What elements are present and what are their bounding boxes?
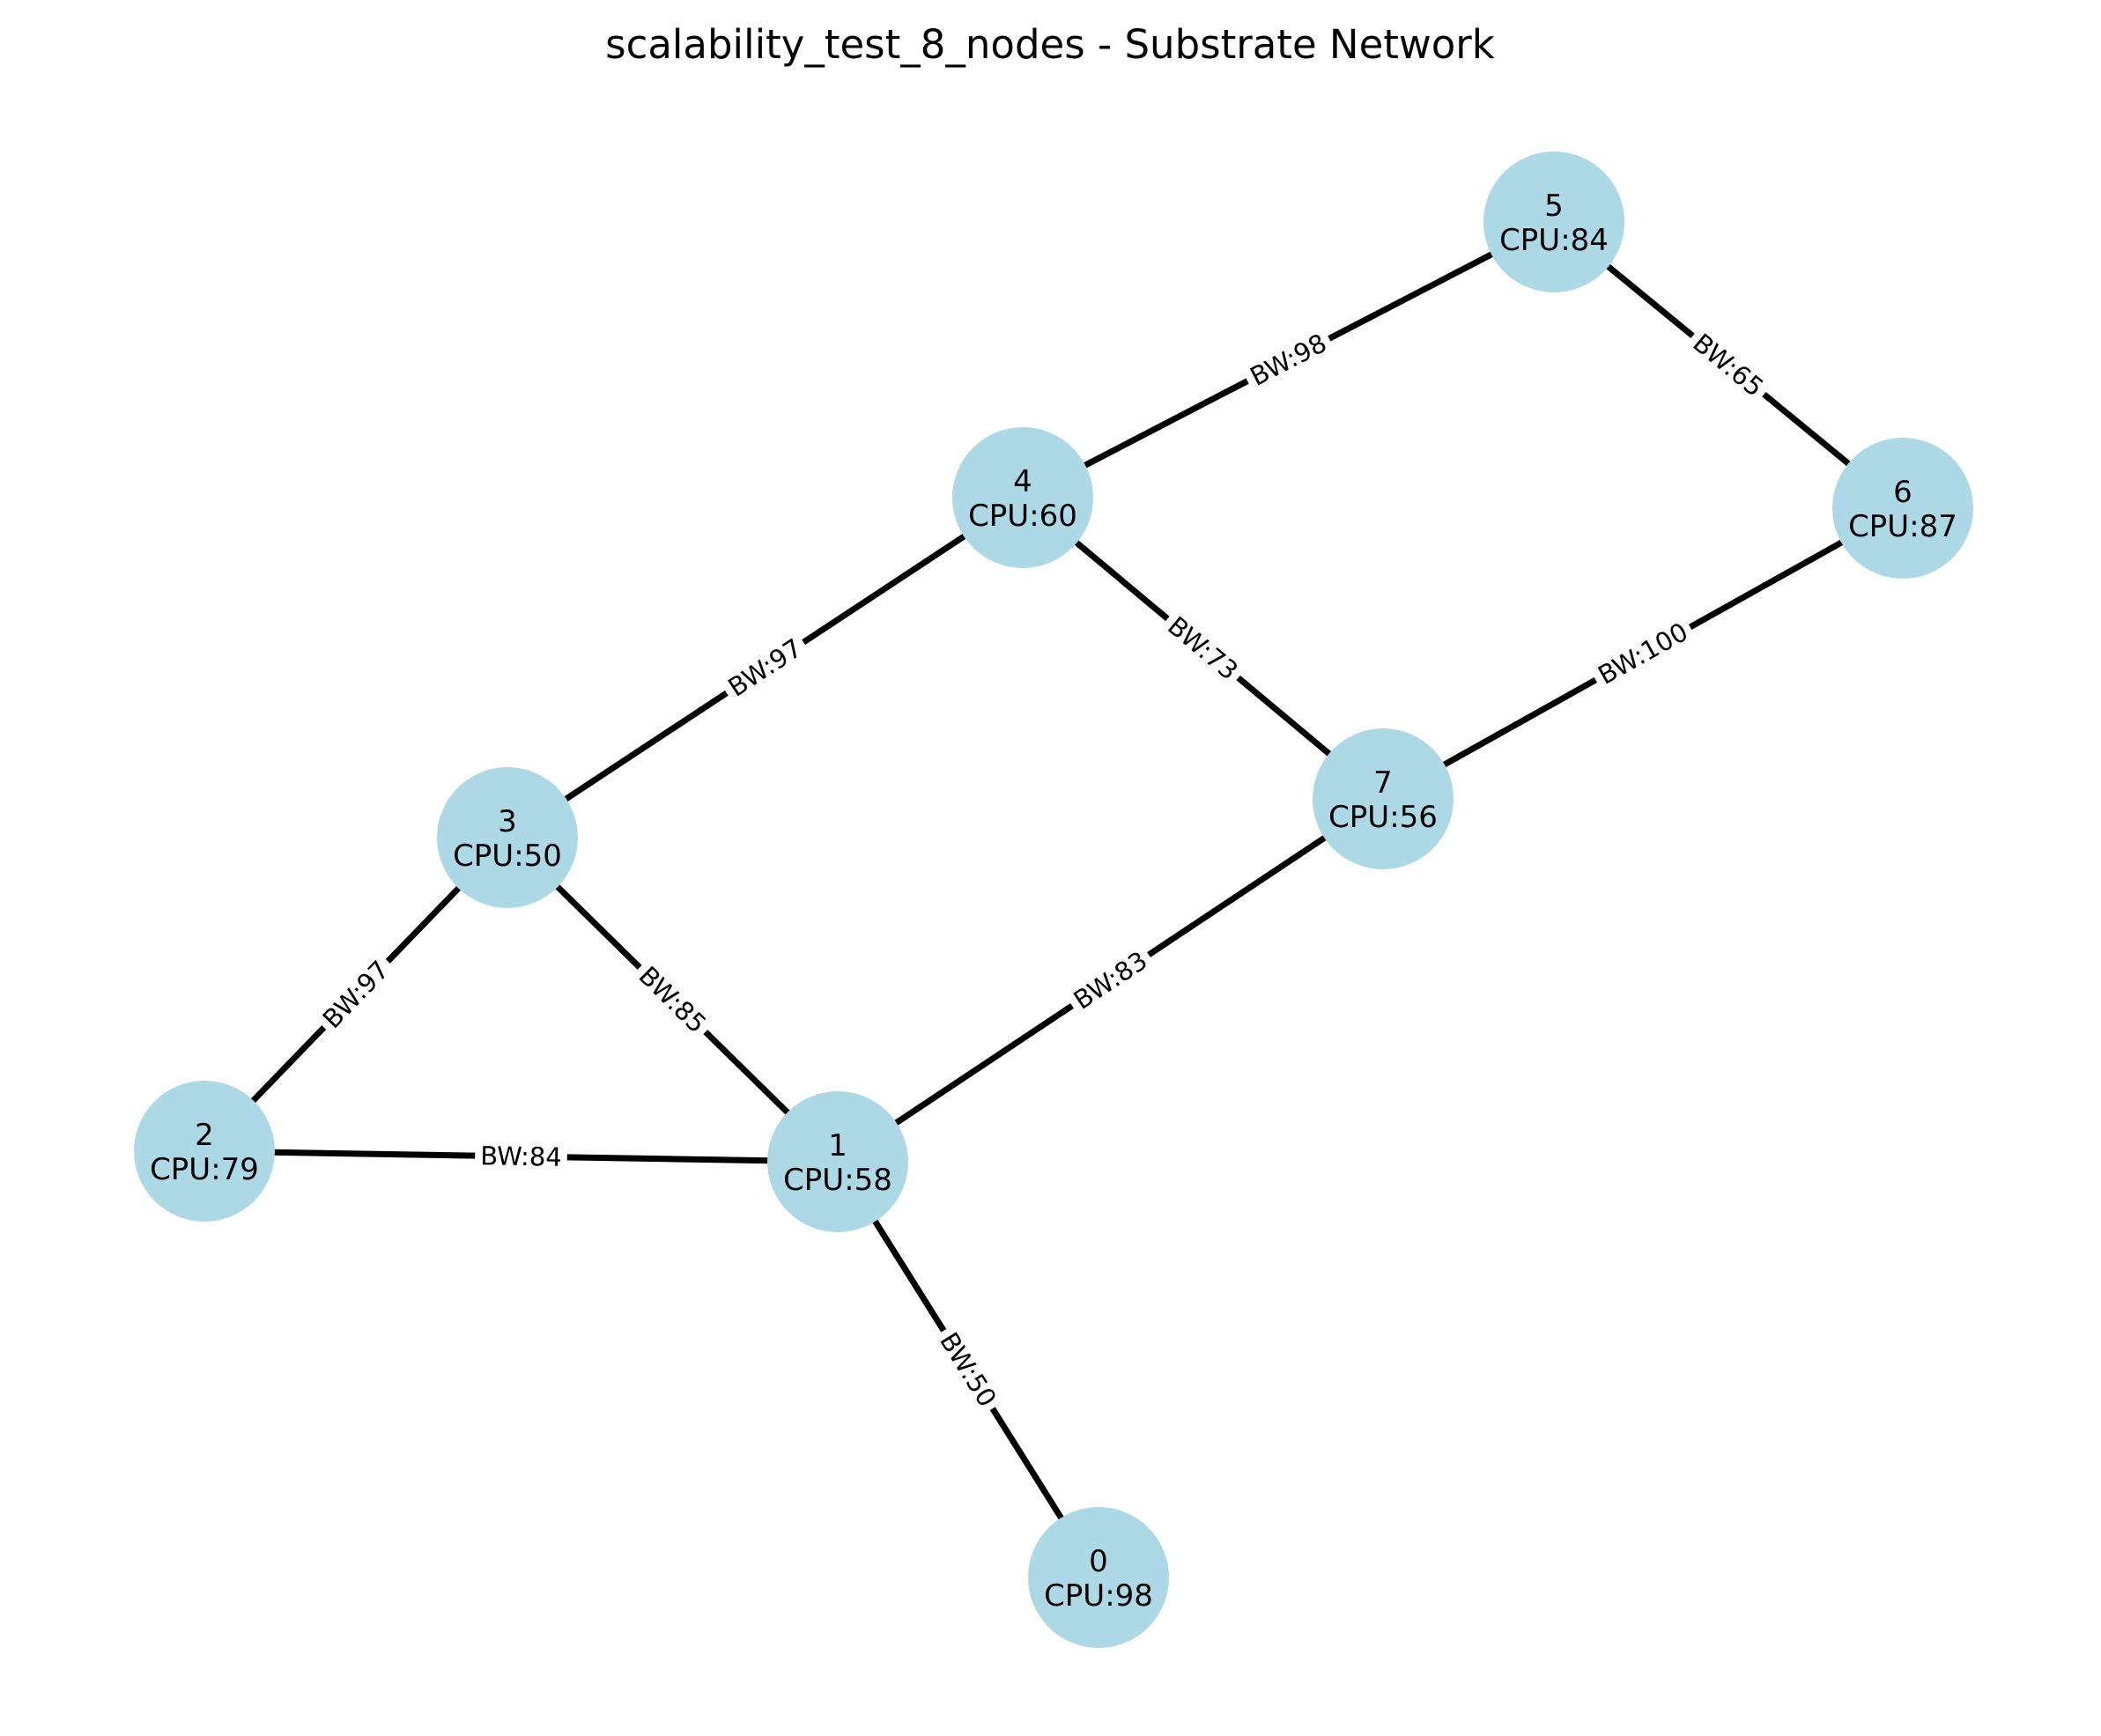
edge-label-background <box>716 627 814 708</box>
node-circle <box>1832 438 1973 579</box>
edge-label-4-3: BW:97 <box>716 627 814 708</box>
edge-label-text: BW:73 <box>1162 610 1244 685</box>
chart-title: scalability_test_8_nodes - Substrate Net… <box>605 21 1495 68</box>
node-id-label: 5 <box>1544 188 1564 224</box>
node-id-label: 7 <box>1373 765 1393 801</box>
edge-label-background <box>1587 611 1699 696</box>
node-id-label: 4 <box>1013 464 1032 499</box>
edge-label-background <box>1156 605 1250 691</box>
edge-label-background <box>1681 321 1776 409</box>
node-cpu-label: CPU:56 <box>1328 800 1438 835</box>
node-circle <box>952 427 1093 568</box>
node-id-label: 0 <box>1089 1544 1108 1579</box>
node-id-label: 6 <box>1893 475 1912 510</box>
node-circle <box>1483 151 1624 292</box>
node-id-label: 2 <box>195 1118 214 1153</box>
edge-label-background <box>1062 940 1159 1021</box>
edge-label-6-7: BW:100 <box>1587 611 1699 696</box>
nodes-layer: 0CPU:981CPU:582CPU:793CPU:504CPU:605CPU:… <box>134 151 1973 1648</box>
edge-label-background <box>311 949 401 1040</box>
edge-label-background <box>627 955 718 1045</box>
edge-label-5-6: BW:65 <box>1681 321 1776 409</box>
node-circle <box>1313 728 1454 869</box>
node-id-label: 1 <box>828 1128 847 1163</box>
node-cpu-label: CPU:58 <box>783 1163 892 1198</box>
node-circle <box>1028 1507 1169 1648</box>
node-cpu-label: CPU:87 <box>1848 509 1957 544</box>
node-circle <box>134 1081 275 1222</box>
node-cpu-label: CPU:79 <box>150 1152 259 1187</box>
edge-label-background <box>928 1321 1008 1418</box>
edge-label-3-1: BW:85 <box>627 955 718 1045</box>
edge-label-1-0: BW:50 <box>928 1321 1008 1418</box>
node-cpu-label: CPU:50 <box>453 838 562 874</box>
edge-label-text: BW:65 <box>1687 328 1769 403</box>
node-cpu-label: CPU:98 <box>1044 1578 1153 1614</box>
edge-label-background <box>474 1138 568 1175</box>
edge-label-text: BW:85 <box>633 960 713 1038</box>
node-cpu-label: CPU:60 <box>968 499 1077 534</box>
edge-label-5-4: BW:98 <box>1239 322 1338 397</box>
edge-label-2-1: BW:84 <box>474 1138 568 1175</box>
edge-label-3-2: BW:97 <box>311 949 401 1040</box>
edge-label-background <box>1239 322 1338 397</box>
edges-layer <box>202 218 1905 1579</box>
edge-label-text: BW:97 <box>317 955 396 1034</box>
edge-label-4-7: BW:73 <box>1156 605 1250 691</box>
node-id-label: 3 <box>498 804 517 839</box>
node-circle <box>767 1091 908 1232</box>
edge-label-text: BW:84 <box>480 1141 562 1172</box>
edge-label-text: BW:98 <box>1246 328 1332 392</box>
node-cpu-label: CPU:84 <box>1499 223 1609 258</box>
node-circle <box>437 767 578 908</box>
edge-label-7-1: BW:83 <box>1062 940 1159 1021</box>
